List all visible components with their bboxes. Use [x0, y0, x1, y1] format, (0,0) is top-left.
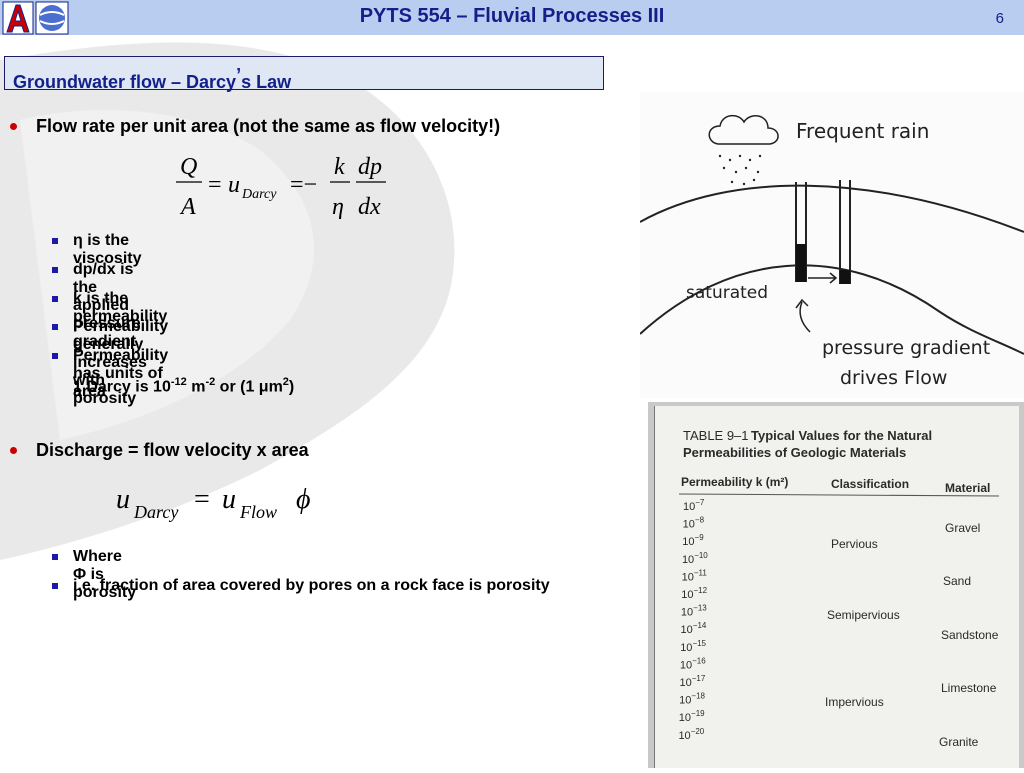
bullet-square-icon [52, 554, 58, 560]
eq-a: A [179, 194, 196, 220]
saturated-label: saturated [686, 283, 768, 303]
bullet-dot-icon [10, 447, 17, 454]
table-row: 10−16 [680, 656, 706, 671]
eq-eta: η [332, 194, 344, 220]
table-row: 10−12 [681, 586, 707, 601]
bullet-square-icon [52, 324, 58, 330]
table-row: 10−19 [679, 709, 705, 724]
section-title: Groundwater flow – Darcy’s Law [13, 65, 292, 92]
bullet-square-icon [52, 583, 58, 589]
eq2-u-flow: u [222, 484, 236, 515]
table-title-1: Typical Values for the Natural [751, 428, 932, 443]
eq-u: u [228, 172, 240, 198]
material-granite: Granite [939, 735, 979, 749]
cloud-icon [708, 114, 779, 145]
bullet-square-icon [52, 267, 58, 273]
title-bar: PYTS 554 – Fluvial Processes III 6 [0, 0, 1024, 35]
table-row: 10−20 [678, 727, 704, 742]
table-col-material: Material [945, 481, 990, 495]
bullet-square-icon [52, 296, 58, 302]
table-row: 10−8 [683, 516, 705, 531]
velocity-equation: u Darcy = u Flow ϕ [116, 484, 311, 522]
table-number: TABLE 9–1 [683, 428, 749, 443]
table-row: 10−18 [679, 692, 705, 707]
eq-equals: = [208, 172, 222, 198]
gradient-label-2: drives Flow [840, 367, 947, 389]
material-sandstone: Sandstone [941, 628, 999, 642]
eq2-equals: = [194, 484, 210, 515]
ground-surface [640, 184, 1024, 233]
eq-sub-darcy: Darcy [241, 187, 277, 202]
eq2-phi: ϕ [296, 484, 311, 515]
table-row: 10−11 [682, 568, 708, 583]
bullet-square-icon [52, 238, 58, 244]
arrow-right-icon [808, 272, 838, 284]
eq-k: k [334, 154, 345, 180]
eq2-u: u [116, 484, 130, 515]
table-row: 10−13 [681, 604, 707, 619]
eq-equals-minus: =− [290, 172, 317, 198]
table-row: 10−7 [683, 498, 705, 513]
material-limestone: Limestone [941, 681, 997, 695]
table-row: 10−15 [680, 639, 706, 654]
page-number: 6 [995, 10, 1004, 27]
water-table [640, 264, 1024, 355]
darcy-unit-line: 1 Darcy is 10-12 m-2 or (1 μm2) [73, 376, 295, 396]
bullet-square-icon [52, 353, 58, 359]
eq2-sub-flow: Flow [239, 502, 277, 522]
table-col-classification: Classification [831, 477, 909, 491]
groundwater-sketch: Frequent rain saturated pressure gradien… [640, 92, 1024, 398]
class-pervious: Pervious [831, 537, 878, 551]
table-row: 10−10 [682, 551, 708, 566]
raindrops-icon [718, 154, 762, 186]
eq-dp: dp [358, 154, 382, 180]
university-logo-icon [2, 1, 69, 35]
slide-title: PYTS 554 – Fluvial Processes III [359, 5, 665, 27]
eq2-sub-darcy: Darcy [133, 502, 178, 522]
table-row: 10−14 [681, 621, 707, 636]
material-gravel: Gravel [945, 521, 980, 535]
eq-q: Q [180, 154, 197, 180]
class-impervious: Impervious [825, 695, 884, 709]
table-row: 10−9 [682, 533, 704, 548]
material-sand: Sand [943, 574, 971, 588]
class-semipervious: Semipervious [827, 608, 900, 622]
table-col-permeability: Permeability k (m²) [681, 475, 788, 489]
section-heading: Groundwater flow – Darcy’s Law [4, 56, 604, 92]
bullet-dot-icon [10, 123, 17, 130]
permeability-table: TABLE 9–1 Typical Values for the Natural… [678, 428, 1000, 749]
table-row: 10−17 [680, 674, 706, 689]
permeability-table-image: TABLE 9–1 Typical Values for the Natural… [648, 402, 1024, 768]
gradient-label-1: pressure gradient [822, 337, 990, 359]
eq-dx: dx [358, 194, 381, 220]
arrow-up-icon [795, 298, 811, 333]
table-title-2: Permeabilities of Geologic Materials [683, 445, 906, 460]
darcy-equation: Q A = u Darcy =− k η dp dx [176, 154, 386, 220]
rain-label: Frequent rain [796, 119, 929, 143]
